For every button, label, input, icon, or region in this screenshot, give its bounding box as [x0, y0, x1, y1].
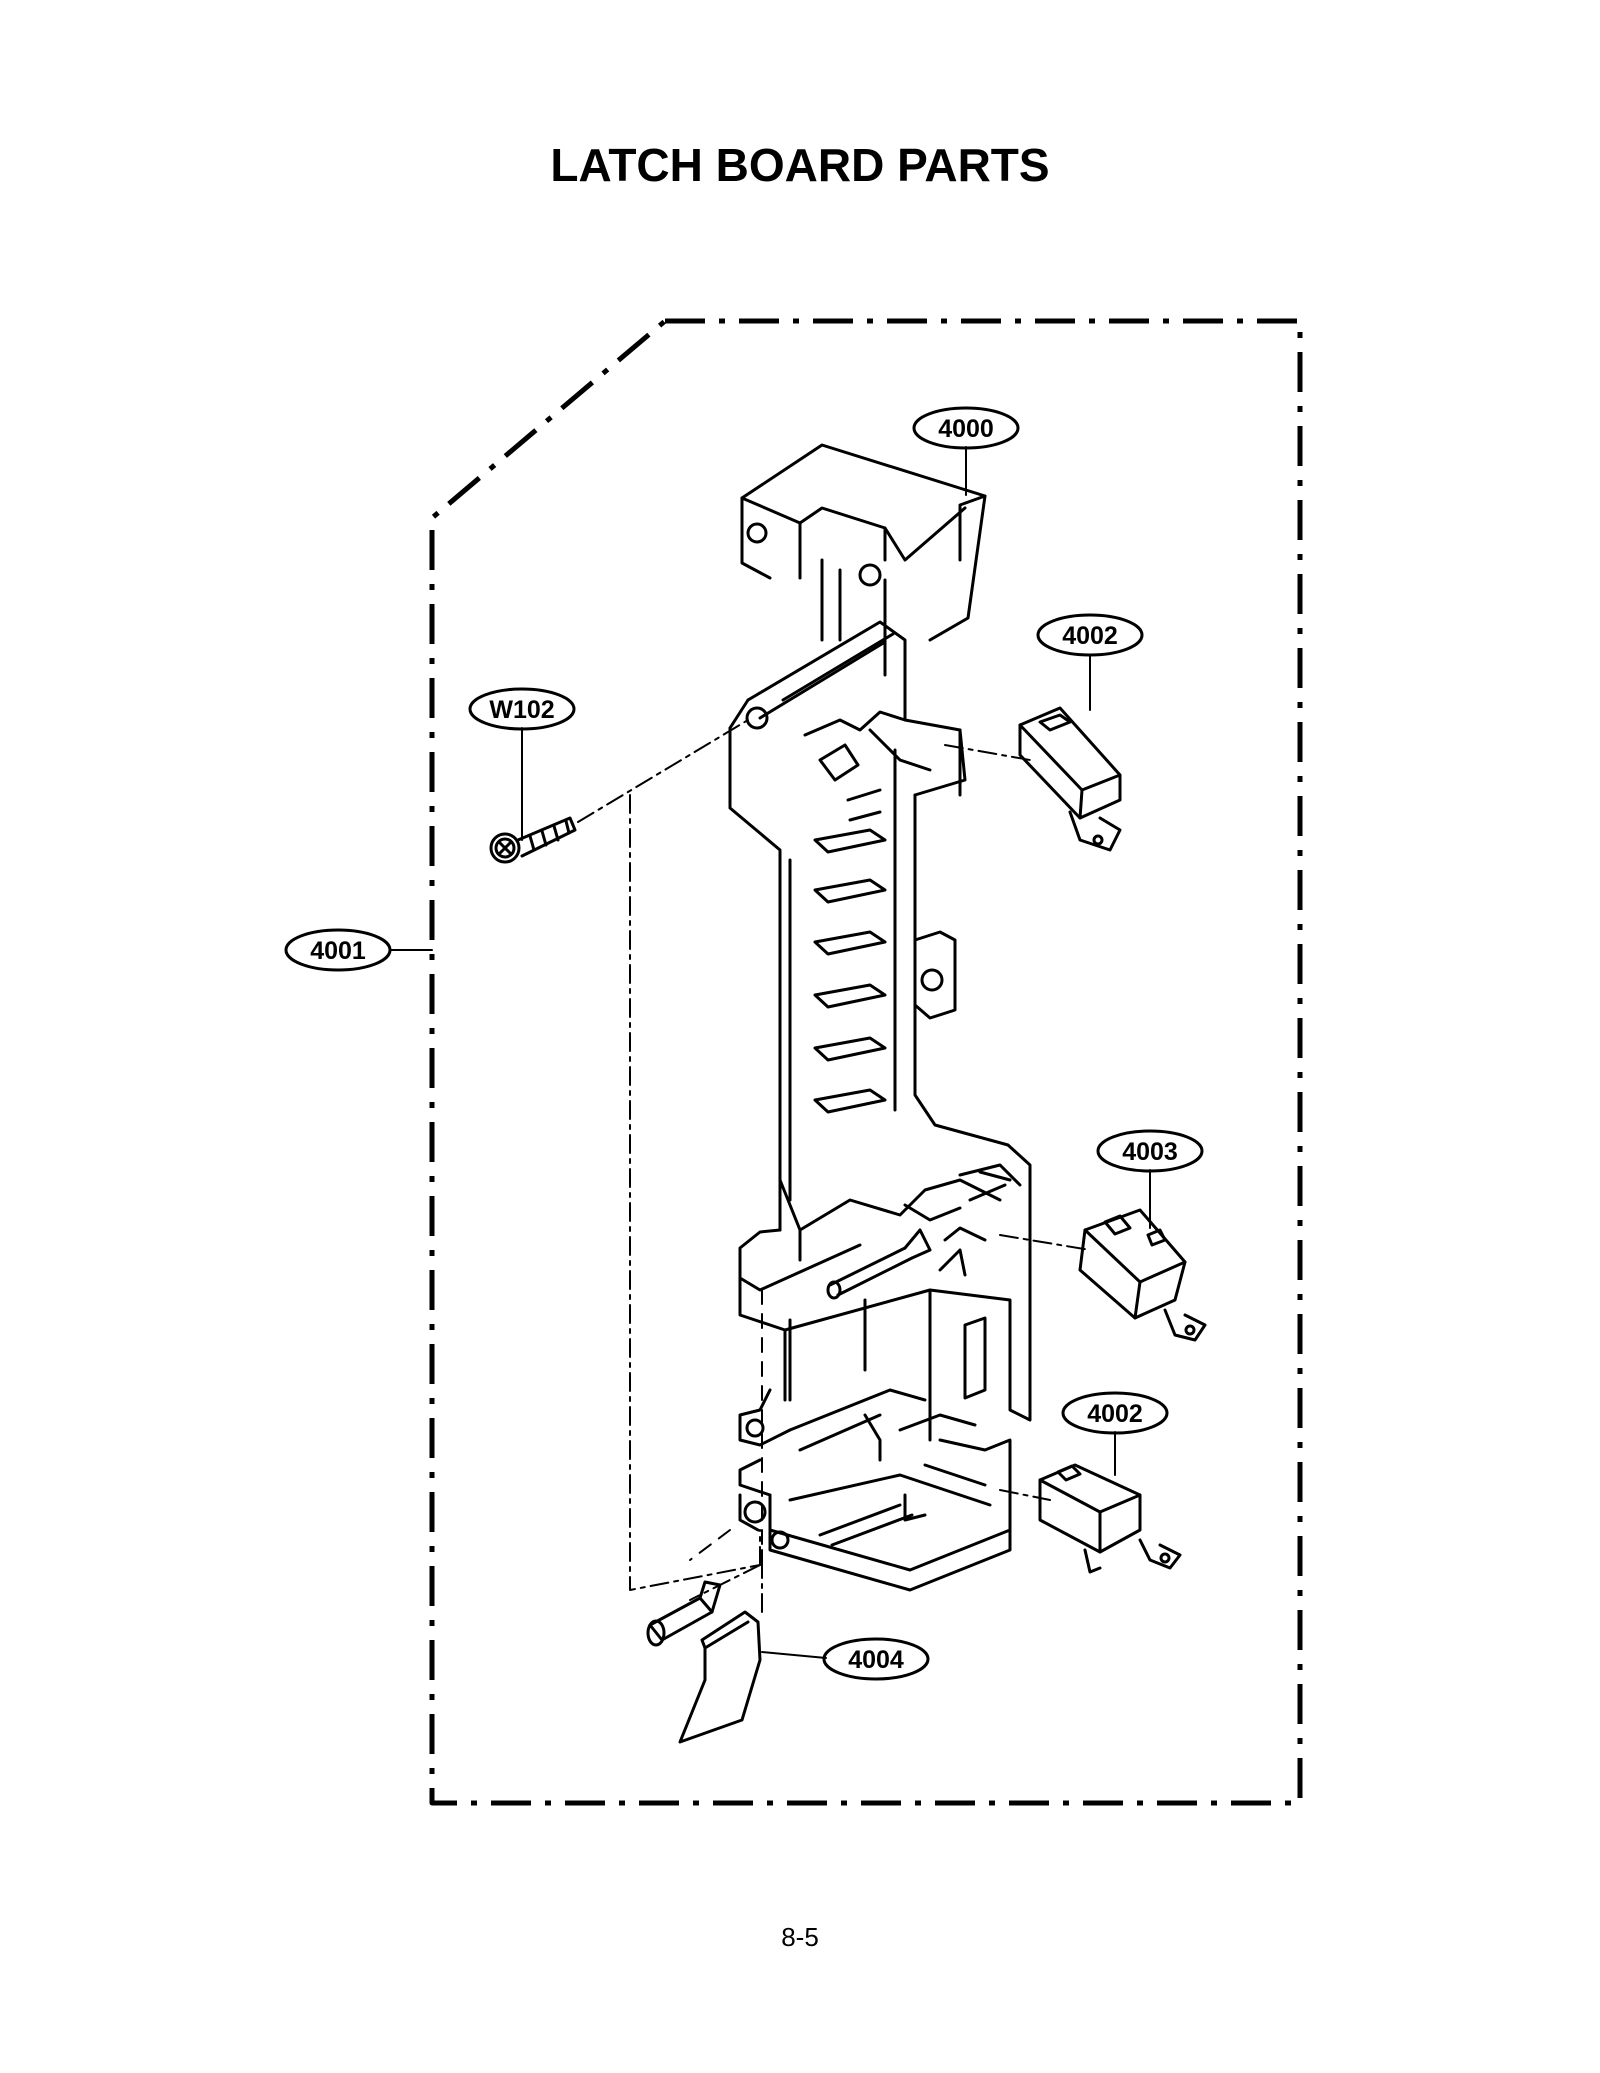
- screw-part: [489, 816, 577, 864]
- callout-oval-4003: [1096, 1129, 1204, 1173]
- callout-oval-4002-top: [1036, 613, 1144, 657]
- page-number: 8-5: [781, 1922, 819, 1952]
- callout-oval-w102: [468, 687, 576, 731]
- callout-4000: 4000: [938, 415, 994, 443]
- callout-4004: 4004: [848, 1646, 904, 1674]
- callout-4003: 4003: [1122, 1138, 1178, 1166]
- assembly-lines: [577, 719, 1091, 1613]
- latch-board: [728, 443, 1032, 1592]
- assembly-boundary: [429, 318, 1303, 1806]
- micro-switch-top: [1018, 706, 1122, 852]
- hidden-lines: [689, 1289, 763, 1571]
- leader-lines: [389, 446, 1151, 1659]
- callout-oval-4001: [284, 928, 392, 972]
- callout-oval-4002-bottom: [1061, 1391, 1169, 1435]
- micro-switch-middle: [1078, 1208, 1207, 1342]
- callout-ovals: [284, 406, 1204, 1681]
- callout-oval-4004: [822, 1637, 930, 1681]
- page-title: LATCH BOARD PARTS: [550, 139, 1050, 191]
- callout-4002-bottom: 4002: [1087, 1400, 1143, 1428]
- callout-4001: 4001: [310, 937, 366, 965]
- micro-switch-bottom: [1038, 1463, 1182, 1574]
- callout-w102: W102: [489, 696, 554, 724]
- callout-oval-4000: [912, 406, 1020, 450]
- callout-4002-top: 4002: [1062, 622, 1118, 650]
- lever-part: [646, 1580, 762, 1744]
